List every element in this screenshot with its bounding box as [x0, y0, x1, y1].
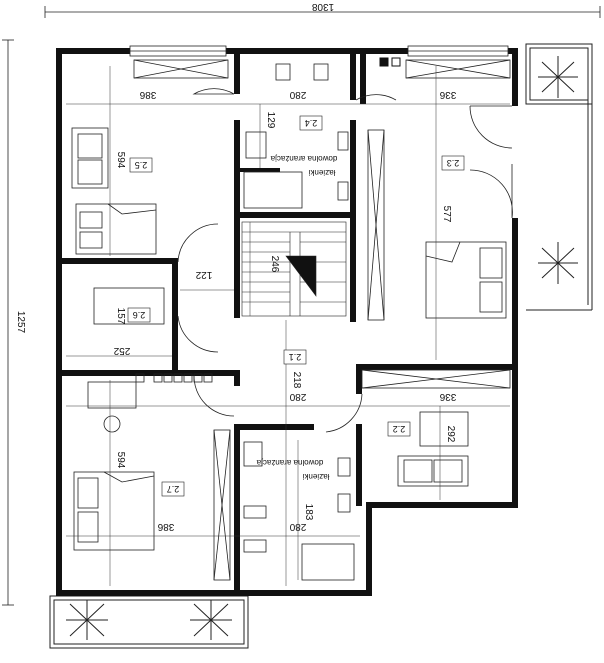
dim-top-mid: 280: [289, 89, 306, 100]
desk-icon: [419, 411, 469, 447]
dim-mid-mid: 280: [289, 391, 306, 402]
bath-upper-note-2: łazienki: [308, 168, 335, 177]
room-tag-2-2: 2.2: [387, 421, 411, 437]
svg-text:2.3: 2.3: [447, 158, 460, 168]
room-tag-2-4: 2.4: [299, 115, 323, 131]
bed-icon: [75, 203, 157, 255]
balcony-right: [525, 43, 593, 311]
dim-stair-w: 122: [195, 269, 212, 280]
svg-text:2.1: 2.1: [289, 352, 302, 362]
wardrobe-right-top: [367, 129, 385, 321]
wardrobe-right-mid: [361, 369, 511, 389]
bath-lower-fixtures: [243, 441, 355, 581]
wardrobe-left-bottom: [213, 429, 231, 581]
room-tag-2-6: 2.6: [127, 307, 151, 323]
room-tag-2-7: 2.7: [161, 481, 185, 497]
plant-icon: [66, 600, 108, 640]
svg-text:2.6: 2.6: [133, 310, 146, 320]
plant-icon: [538, 242, 578, 284]
bath-upper-note-1: dowolna aranżacja: [270, 154, 337, 163]
dim-top-right: 336: [439, 89, 456, 100]
dim-stair-h: 246: [269, 256, 280, 273]
svg-text:2.2: 2.2: [393, 424, 406, 434]
window-icon: [379, 57, 401, 67]
dim-bot-mid: 280: [289, 521, 306, 532]
dim-corr-h: 218: [291, 372, 302, 389]
svg-text:2.5: 2.5: [135, 160, 148, 170]
outer-walls: [56, 48, 518, 596]
bath-lower-note-1: dowolna aranżacja: [256, 458, 323, 467]
staircase: [241, 221, 347, 317]
bed-icon: [73, 471, 155, 551]
overall-dimensions: [2, 6, 601, 606]
room-tag-2-3: 2.3: [441, 155, 465, 171]
doors: [177, 88, 513, 433]
bath-upper-fixtures: [243, 63, 349, 209]
room-tag-2-5: 2.5: [129, 157, 153, 173]
dim-room27-h: 594: [115, 452, 126, 469]
bed-icon: [425, 241, 507, 319]
svg-text:2.7: 2.7: [167, 484, 180, 494]
desk-icon: [87, 381, 137, 433]
dim-room26-w: 252: [113, 345, 130, 356]
dim-room22-h: 292: [445, 426, 456, 443]
balcony-bottom: [49, 595, 249, 649]
desk-icon: [93, 287, 165, 325]
radiator: [135, 373, 213, 383]
dim-mid-right: 336: [439, 391, 456, 402]
overall-width-label: 1308: [311, 1, 334, 12]
dim-bot-left: 386: [157, 521, 174, 532]
window-top-right: [407, 45, 509, 57]
interior-walls: [62, 54, 518, 590]
dimension-lines: [66, 66, 510, 586]
room-tag-2-1: 2.1: [283, 349, 307, 365]
dim-top-left: 386: [139, 89, 156, 100]
dim-room26-h: 157: [115, 308, 126, 325]
wardrobe-top-left: [133, 59, 229, 79]
bath-lower-note-2: łazienki: [302, 472, 329, 481]
overall-height-label: 1257: [15, 311, 26, 334]
dim-bath-bot-h: 183: [303, 504, 314, 521]
sofa-icon: [397, 455, 469, 487]
dim-room23-h: 577: [441, 206, 452, 223]
plant-icon: [538, 56, 578, 98]
plant-icon: [190, 600, 232, 640]
svg-text:2.4: 2.4: [305, 118, 318, 128]
dim-bath-top-h: 129: [265, 112, 276, 129]
wardrobe-top-right: [405, 59, 511, 79]
dim-room25-h: 594: [115, 152, 126, 169]
window-top-left: [129, 45, 227, 57]
sofa-icon: [71, 127, 109, 189]
